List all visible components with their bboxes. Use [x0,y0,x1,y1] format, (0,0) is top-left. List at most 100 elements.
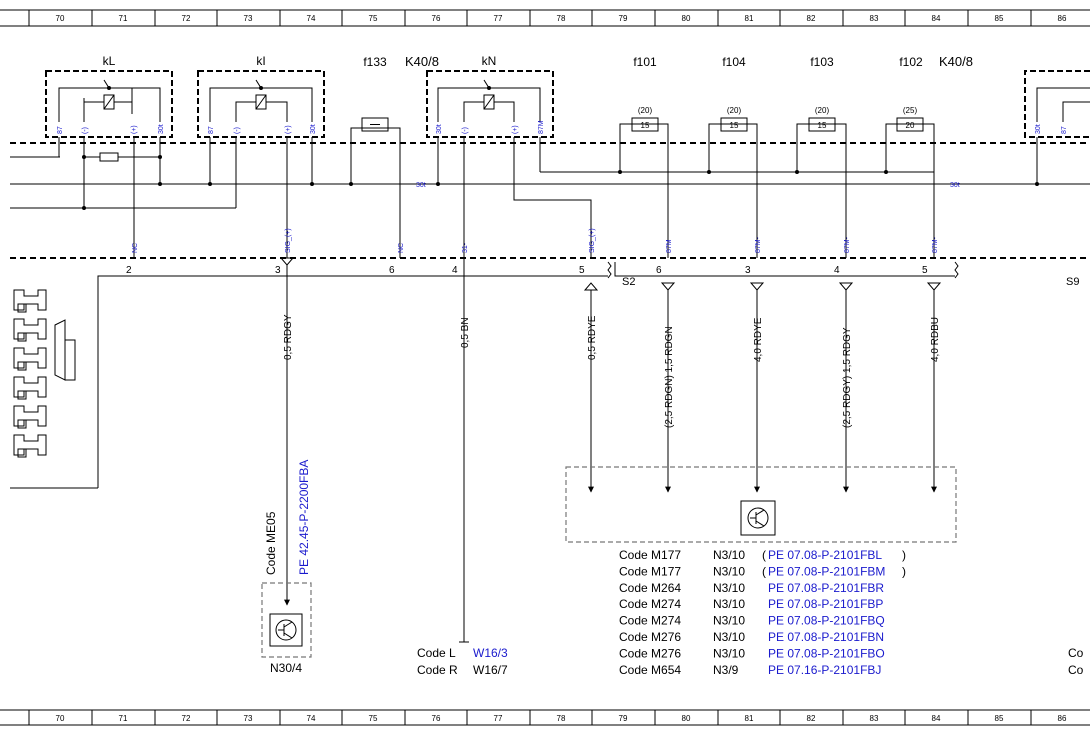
grid-number: 85 [995,14,1004,23]
code-list-reference-link[interactable]: PE 07.08-P-2101FBR [768,581,884,595]
signal-label-1: NC [132,243,139,253]
pin-label-3: 6 [389,265,395,276]
grid-number: 82 [807,714,816,723]
signal-label-2: SIG_(+) [285,228,292,253]
grid-number: 79 [619,714,628,723]
grid-number: 74 [307,714,316,723]
code-list-component: N3/10 [713,564,745,578]
fuse-f104-label: f104 [722,55,746,69]
grid-number: 70 [56,14,65,23]
pin-label-7: 3 [745,265,751,276]
code-list-code: Code M177 [619,548,681,562]
code-list-reference-link[interactable]: PE 07.08-P-2101FBP [768,597,883,611]
fuse-f133 [350,117,401,143]
code-list-paren-open: ( [762,564,766,578]
grid-number: 86 [1058,714,1067,723]
code-list-reference-link[interactable]: PE 07.08-P-2101FBN [768,630,884,644]
code-list-component: N3/10 [713,630,745,644]
grid-number: 76 [432,14,441,23]
connector-symbol [10,289,98,489]
relay-kn: kN [426,54,554,138]
wire-label-4: (2,5 RDGN) 1,5 RDGN [664,326,675,428]
fuse-f104-rating: (20) [727,106,742,115]
grid-number: 71 [119,14,128,23]
wire-drops [279,257,942,643]
signal-label-7: 87M- [755,236,762,253]
ground-comp-w16-3[interactable]: W16/3 [473,646,508,660]
ground-code-l: Code L [417,646,456,660]
code-list-code: Code M274 [619,597,681,611]
vertical-wiring [58,137,1038,258]
me05-reference-link[interactable]: PE 42.45-P-2200FBA [297,460,311,575]
connector-s2-label: S2 [622,276,635,288]
code-list-reference-link[interactable]: PE 07.08-P-2101FBM [768,564,885,578]
grid-number: 83 [870,14,879,23]
svg-text:15: 15 [730,121,739,130]
grid-number: 73 [244,14,253,23]
grid-number: 78 [557,14,566,23]
svg-text:(+): (+) [285,125,292,134]
pin-label-4: 4 [452,265,458,276]
fuse-f102: 20 (25) [885,106,935,143]
code-list-paren-close: ) [902,548,906,562]
signal-label-4: 31- [462,242,469,253]
svg-text:87: 87 [57,126,64,134]
junction-dots [82,155,1039,210]
pin-label-8: 4 [834,265,840,276]
bus-label-30t-left: 30t [416,182,426,189]
pin-label-1: 2 [126,265,132,276]
code-list-reference-link[interactable]: PE 07.08-P-2101FBQ [768,614,885,628]
svg-text:30t: 30t [310,124,317,134]
connector-line [97,261,959,488]
fuse-f102-rating: (25) [903,106,918,115]
n30-4-transistor-icon [269,613,303,647]
relay-partial-right [1024,70,1090,138]
svg-text:20: 20 [906,121,915,130]
signal-label-8: 87M- [844,236,851,253]
fuse-f102-label: f102 [899,55,923,69]
right-edge-text-1: Co [1068,646,1084,660]
code-list-paren-close: ) [902,564,906,578]
fuse-f101-label: f101 [633,55,657,69]
relay-kn-label: kN [482,54,497,68]
code-list-reference-link[interactable]: PE 07.08-P-2101FBO [768,646,885,660]
code-list-reference-link[interactable]: PE 07.08-P-2101FBL [768,548,882,562]
grid-number: 76 [432,714,441,723]
svg-text:30t: 30t [436,124,443,134]
grid-strip-bottom [0,709,1090,726]
svg-text:15: 15 [818,121,827,130]
code-list-code: Code M274 [619,614,681,628]
grid-strip-top [0,9,1090,27]
svg-text:30t: 30t [158,124,165,134]
code-list-reference-link[interactable]: PE 07.16-P-2101FBJ [768,663,881,677]
wire-label-7: 4,0 RDBU [930,317,941,362]
right-edge-text-2: Co [1068,663,1084,677]
code-list-code: Code M276 [619,630,681,644]
grid-number: 73 [244,714,253,723]
connector-s9-label: S9 [1066,276,1079,288]
fuse-f104: 15 (20) [708,106,758,143]
svg-text:87M: 87M [538,120,545,134]
k40-label-second: K40/8 [939,54,973,69]
grid-number: 75 [369,14,378,23]
relay-kl-label: kL [103,54,116,68]
bus-label-30t-right: 30t [950,182,960,189]
grid-number: 75 [369,714,378,723]
svg-text:87: 87 [208,126,215,134]
svg-text:30t: 30t [1035,124,1042,134]
grid-number: 83 [870,714,879,723]
relay-ki: kI [197,54,325,138]
grid-number: 77 [494,14,503,23]
grid-number: 86 [1058,14,1067,23]
code-list-component: N3/9 [713,663,739,677]
relay-kl: kL [45,54,173,138]
grid-number: 81 [745,714,754,723]
pin-label-9: 5 [922,265,928,276]
fuse-f103-label: f103 [810,55,834,69]
signal-labels: NC SIG_(+) NC 31- SIG_(+) 87M 87M- 87M- … [132,228,939,253]
wire-label-1: 0,5 RDGY [283,314,294,360]
code-list-component: N3/10 [713,548,745,562]
code-list-code: Code M654 [619,663,681,677]
